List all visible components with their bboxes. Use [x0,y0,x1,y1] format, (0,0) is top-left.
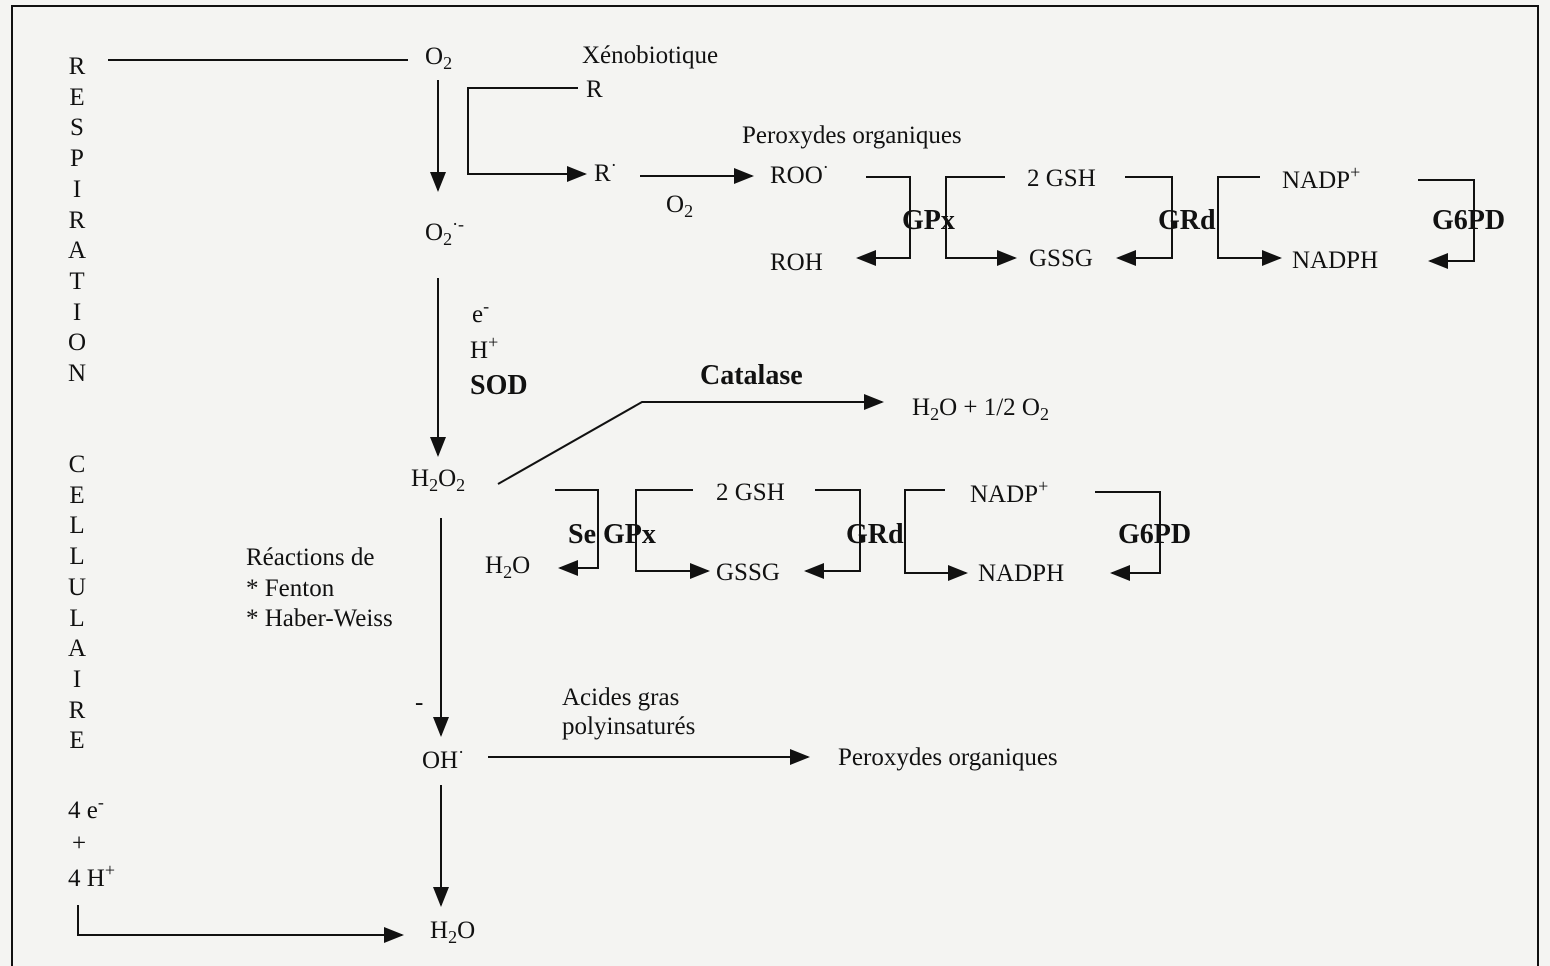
species-2gsh-1: 2 GSH [1027,165,1096,192]
species-h2o2: H2O2 [411,465,466,496]
vertical-letter: A [67,635,87,663]
catalase-arrow [497,394,884,485]
species-oh-radical: OH· [422,742,465,774]
species-r-radical: R· [594,155,617,187]
vertical-letter: U [67,573,87,601]
vertical-letter: C [68,451,86,478]
reaction-fenton: * Fenton [246,575,335,602]
species-oh-dash: - [415,689,424,716]
species-h2o-gpx: H2O [485,552,531,583]
reactions-title: Réactions de [246,544,375,571]
vertical-letter: A [67,237,87,265]
species-peroxydes-organiques-1: Peroxydes organiques [742,122,962,149]
species-polyinsatures: polyinsaturés [562,713,696,740]
vertical-letter: R [68,53,86,80]
species-h2o-half-o2: H2O + 1/2 O2 [912,394,1049,425]
species-r: R [586,76,603,103]
species-peroxydes-organiques-2: Peroxydes organiques [838,744,1058,771]
grd-loop-1-right [1116,176,1173,266]
enzyme-sod: SOD [470,370,528,401]
species-gssg-2: GSSG [716,559,780,586]
grd-loop-2-left [635,489,710,579]
species-o2: O2 [425,43,453,74]
species-nadp-1: NADP+ [1282,162,1361,194]
g6pd-loop-1-right [1418,179,1475,269]
grd-loop-1 [945,176,1017,266]
enzyme-se-gpx: Se GPx [568,519,656,550]
vertical-letter: I [72,175,82,203]
vertical-letter: L [69,512,85,540]
species-h2o-final: H2O [430,917,476,948]
vertical-letter: E [69,481,85,509]
species-gssg-1: GSSG [1029,245,1093,272]
vertical-letter: R [68,696,86,724]
species-o2-cofactor: O2 [666,191,694,222]
species-nadp-2: NADP+ [970,476,1049,508]
grd-loop-2-right [804,489,861,579]
vertical-letter: P [70,145,84,173]
electrons-to-water-arrow [77,905,404,943]
enzyme-g6pd-2: G6PD [1118,519,1192,550]
xenobiotic-branch [467,87,587,182]
g6pd-loop-2-left [904,489,968,581]
species-proton: H+ [470,332,499,364]
vertical-letter: T [69,267,85,295]
enzyme-grd-2: GRd [846,519,904,550]
species-acides-gras: Acides gras [562,684,680,711]
species-roh: ROH [770,249,823,276]
species-nadph-1: NADPH [1292,247,1379,274]
g6pd-loop-1-left [1217,176,1282,266]
vertical-letter: E [69,83,85,111]
species-four-protons: 4 H+ [68,860,115,892]
figure-frame [11,5,1539,966]
enzyme-g6pd-1: G6PD [1432,205,1506,236]
species-electron: e- [472,296,490,328]
enzyme-catalase: Catalase [700,360,803,391]
species-roo-radical: ROO· [770,157,829,189]
species-nadph-2: NADPH [978,560,1065,587]
vertical-letter: S [70,114,84,142]
vertical-letter: L [69,604,85,632]
se-gpx-loop [555,489,599,576]
vertical-letter: R [68,206,86,234]
vertical-letter: N [67,360,87,388]
vertical-letter: I [72,665,82,693]
vertical-letter: L [69,543,85,571]
vertical-letter: I [72,298,82,326]
species-plus: + [72,830,87,857]
g6pd-loop-2-right [1095,491,1161,581]
species-xenobiotique: Xénobiotique [582,42,719,69]
gpx-loop [856,176,911,266]
species-four-electrons: 4 e- [68,792,104,824]
enzyme-grd-1: GRd [1158,205,1216,236]
vertical-letter: E [69,727,85,755]
species-superoxide: O2·- [425,214,465,250]
species-2gsh-2: 2 GSH [716,479,785,506]
vertical-letter: O [67,329,87,357]
reaction-haber-weiss: * Haber-Weiss [246,605,393,632]
enzyme-gpx: GPx [902,205,955,236]
